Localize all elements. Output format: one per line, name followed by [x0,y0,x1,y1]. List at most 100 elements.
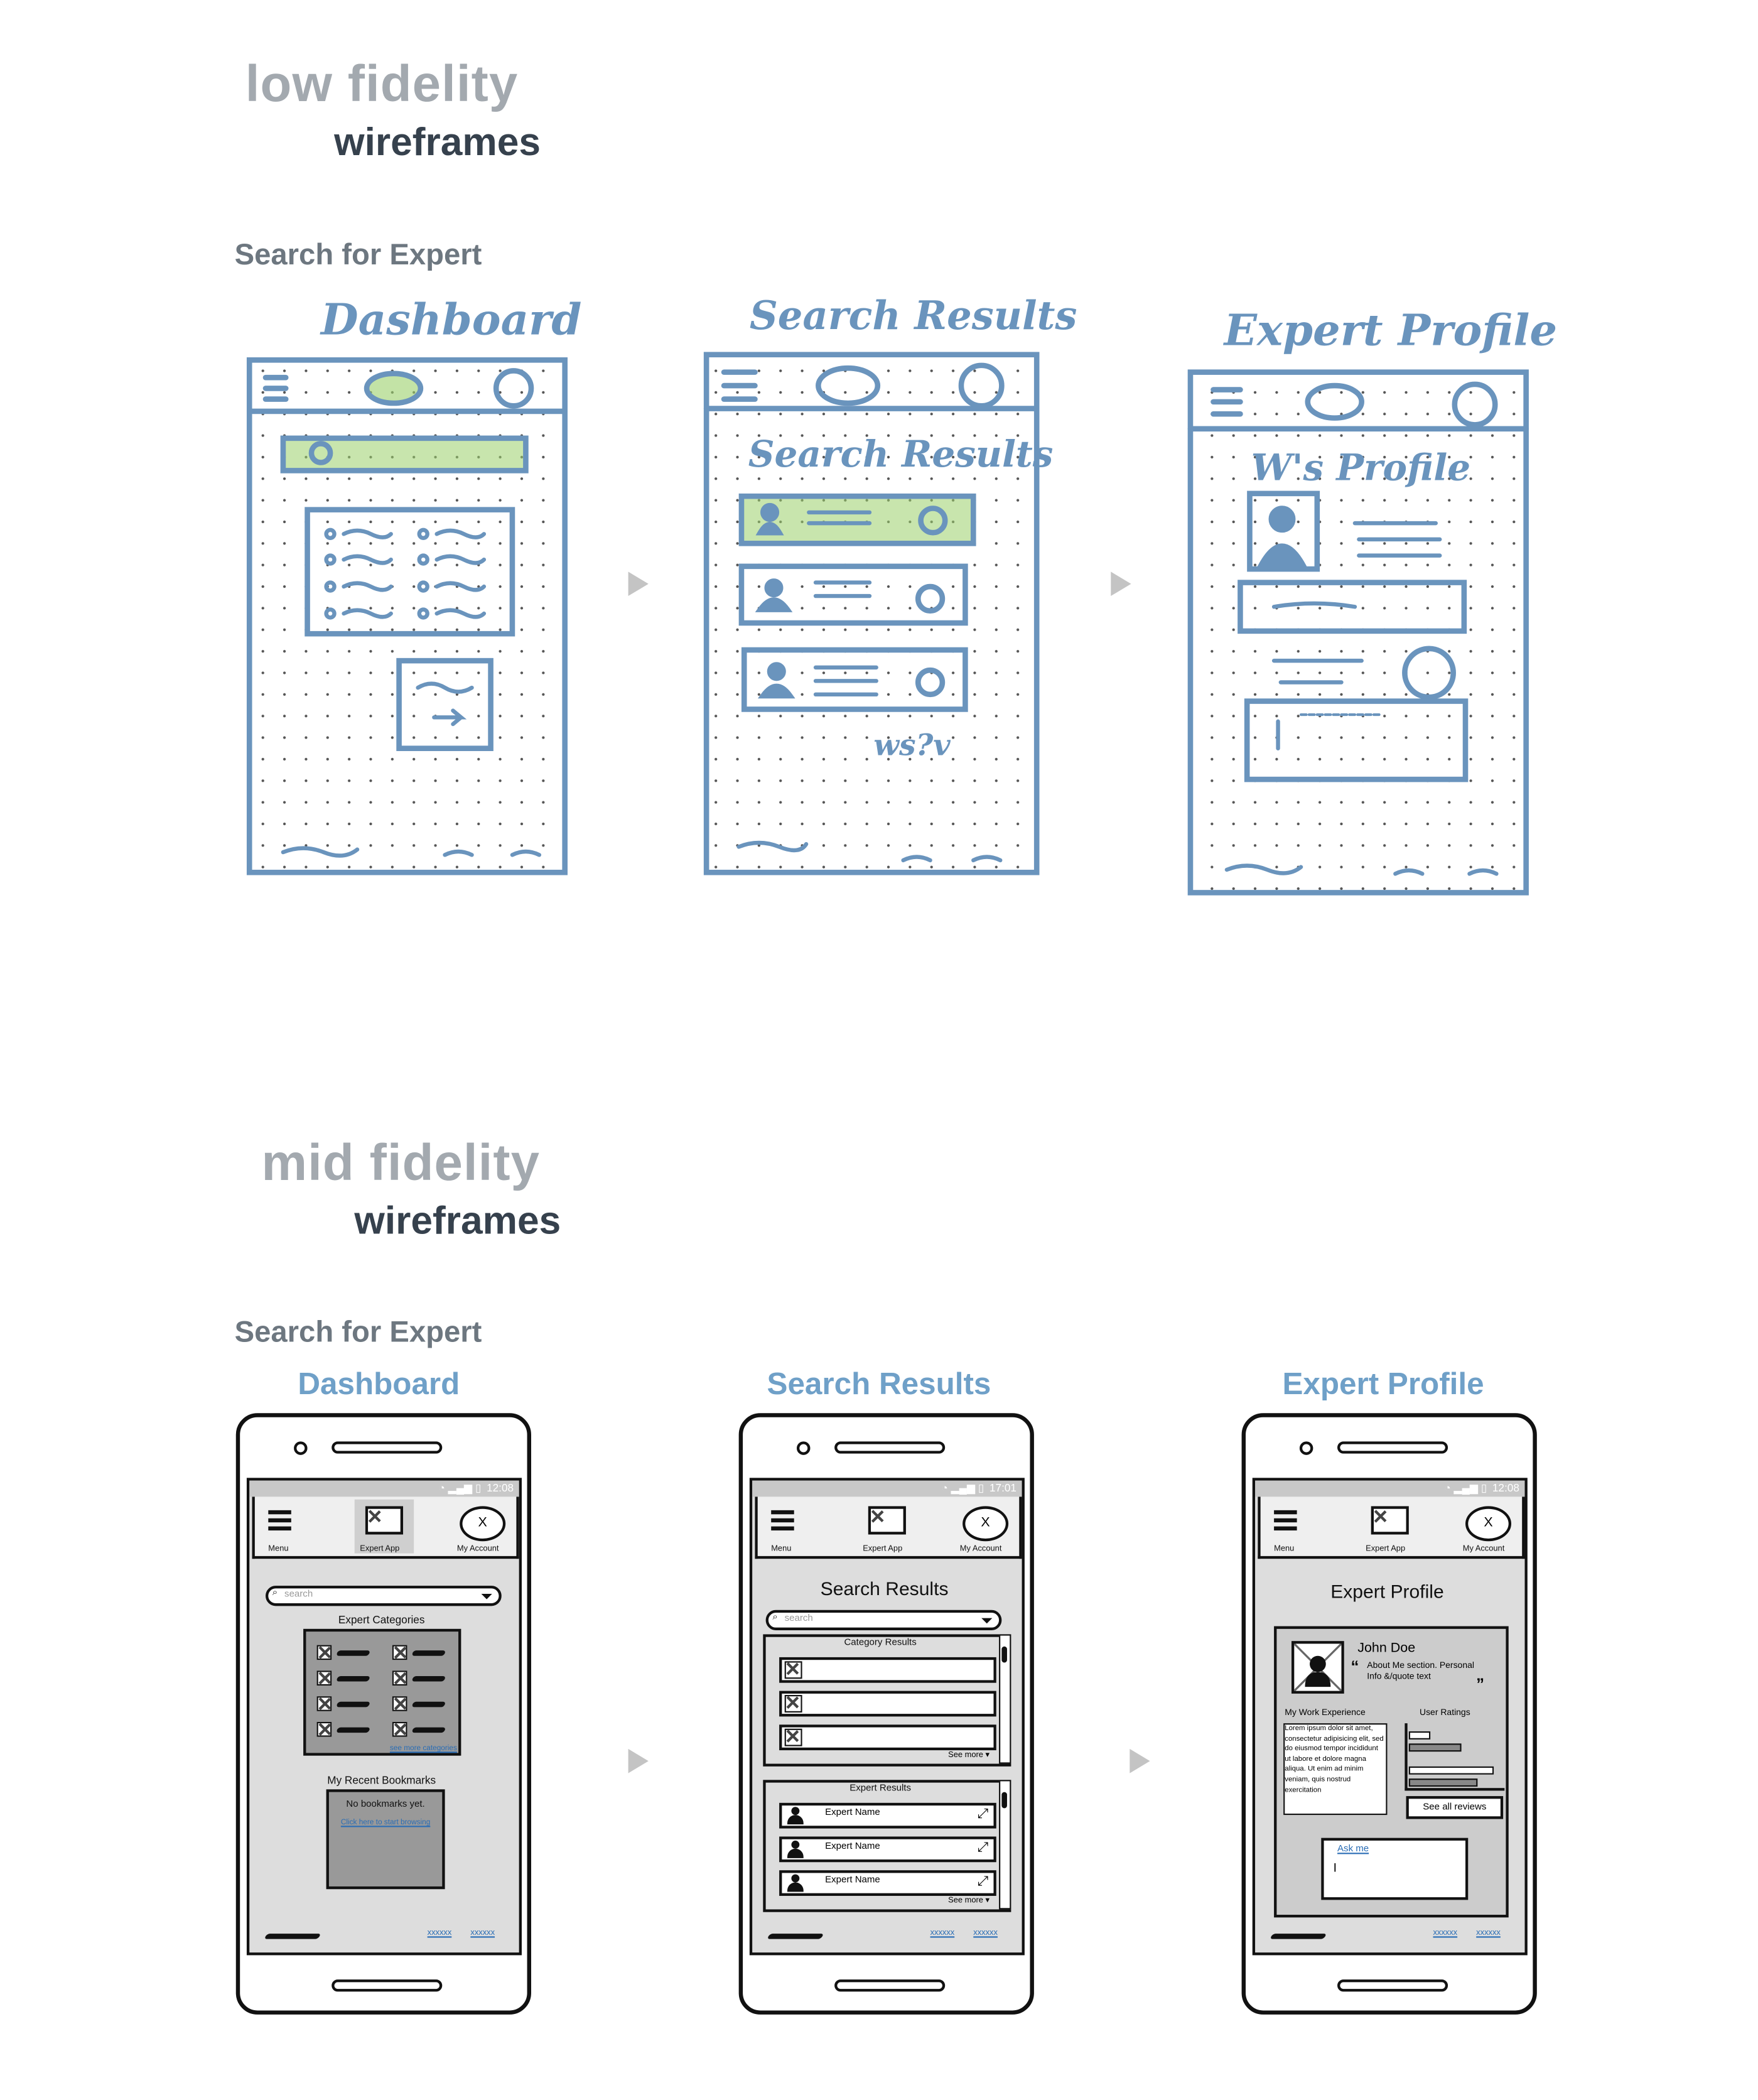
search-input[interactable]: ⌕ search [265,1586,502,1606]
rating-bar [1408,1743,1462,1752]
menu-icon[interactable] [1274,1510,1297,1531]
menu-icon[interactable] [268,1510,291,1531]
category-item[interactable] [392,1665,446,1691]
category-item[interactable] [316,1640,370,1665]
home-button[interactable] [1337,1979,1448,1992]
flow-arrow-icon [628,1748,649,1773]
footer-link[interactable]: xxxxxx [973,1929,998,1938]
account-button[interactable]: X [963,1506,1009,1542]
category-item[interactable] [316,1716,370,1742]
logo-icon [364,371,424,406]
category-item[interactable] [392,1640,446,1665]
home-button[interactable] [332,1979,443,1992]
flow-arrow-icon [1130,1748,1150,1773]
footer-link[interactable]: xxxxxx [427,1929,452,1938]
person-icon [787,1807,804,1825]
menu-icon[interactable] [771,1510,794,1531]
camera-icon [1299,1441,1313,1455]
about-text: About Me section. Personal Info &/quote … [1367,1661,1474,1682]
mid-fi-title: mid fidelity [261,1135,541,1193]
footer-link[interactable]: xxxxxx [930,1929,955,1938]
status-bar: ◔ ▂▄▆ ▯12:08 [249,1480,519,1497]
speaker [834,1441,946,1454]
expert-result-row[interactable]: Expert Name⤢ [779,1836,996,1863]
phone-search-results: ◔ ▂▄▆ ▯17:01 Menu Expert App X My Accoun… [738,1413,1034,2015]
category-result-row[interactable] [779,1657,996,1683]
chevron-down-icon[interactable] [481,1593,492,1599]
search-input[interactable]: ⌕ search [765,1610,1002,1630]
chevron-down-icon[interactable] [981,1618,993,1624]
camera-icon [796,1441,811,1455]
signal-icon: ◔ ▂▄▆ ▯ [941,1481,984,1495]
rating-bar [1408,1766,1494,1775]
low-fi-subtitle: wireframes [334,121,541,165]
expert-result-row[interactable]: Expert Name⤢ [779,1870,996,1896]
no-bookmarks-text: No bookmarks yet. [346,1800,425,1810]
home-button[interactable] [834,1979,946,1992]
start-browsing-link[interactable]: Click here to start browsing [340,1819,431,1827]
menu-label: Menu [771,1545,792,1554]
see-more-button[interactable]: See more ▾ [948,1897,990,1905]
account-button[interactable]: X [1465,1506,1512,1542]
expand-icon[interactable]: ⤢ [977,1874,988,1890]
rating-bar [1408,1778,1478,1787]
app-logo-icon[interactable] [868,1506,906,1535]
status-time: 17:01 [989,1481,1017,1495]
image-placeholder-icon [784,1695,802,1713]
quote-open-icon: “ [1351,1657,1359,1676]
ask-me-link[interactable]: Ask me [1337,1844,1369,1854]
category-result-row[interactable] [779,1724,996,1751]
see-all-reviews-button[interactable]: See all reviews [1406,1796,1504,1819]
image-placeholder-icon [784,1661,802,1679]
mid-fi-flow-label: Search for Expert [234,1314,482,1349]
flow-arrow-icon [628,571,649,597]
expert-results-heading: Expert Results [849,1783,912,1794]
account-button[interactable]: X [460,1506,506,1542]
hamburger-icon [262,374,289,402]
categories-heading: Expert Categories [338,1614,425,1626]
category-results-heading: Category Results [844,1638,917,1648]
see-more-button[interactable]: See more ▾ [948,1751,990,1760]
footer-link[interactable]: xxxxxx [1476,1929,1501,1938]
logo-icon [816,365,881,406]
app-logo-icon[interactable] [365,1506,404,1535]
expand-icon[interactable]: ⤢ [977,1840,988,1856]
footer-link[interactable]: xxxxxx [1433,1929,1458,1938]
status-time: 12:08 [1492,1481,1519,1495]
screen: ◔ ▂▄▆ ▯12:08 Menu Expert App X My Accoun… [1252,1478,1528,1956]
category-item[interactable] [392,1716,446,1742]
page-heading: Search Results [820,1578,949,1599]
scrollbar[interactable] [999,1634,1011,1764]
status-time: 12:08 [487,1481,514,1495]
expand-icon[interactable]: ⤢ [977,1807,988,1822]
category-result-row[interactable] [779,1691,996,1717]
ask-me-input[interactable]: Ask me I [1321,1838,1469,1900]
category-item[interactable] [392,1691,446,1717]
footer-link[interactable]: xxxxxx [470,1929,495,1938]
sketch-heading: W's Profile [1251,446,1471,489]
rating-bar [1408,1731,1430,1740]
phone-dashboard: ◔ ▂▄▆ ▯12:08 Menu Expert App X My Accoun… [235,1413,531,2015]
app-header: Menu Expert App X My Account [1258,1497,1525,1559]
menu-label: Menu [268,1545,289,1554]
app-label: Expert App [1366,1545,1406,1554]
expert-result-row[interactable]: Expert Name⤢ [779,1802,996,1829]
bookmarks-panel: No bookmarks yet. Click here to start br… [326,1789,445,1890]
person-icon [787,1840,804,1858]
account-label: My Account [456,1545,499,1554]
category-item[interactable] [316,1691,370,1717]
scrollbar[interactable] [999,1780,1011,1910]
work-heading: My Work Experience [1285,1708,1366,1718]
sketch-title-dashboard: Dashboard [320,295,581,345]
app-logo-icon[interactable] [1371,1506,1409,1535]
person-icon [787,1874,804,1892]
expert-name: John Doe [1357,1641,1416,1656]
profile-card: John Doe “ About Me section. Personal In… [1274,1626,1509,1918]
sketch-title-search-results: Search Results [750,293,1077,338]
see-more-categories-link[interactable]: see more categories [389,1745,457,1753]
category-item[interactable] [316,1665,370,1691]
speaker [332,1441,443,1454]
flow-arrow-icon [1111,571,1131,597]
footer-text [264,1934,321,1939]
